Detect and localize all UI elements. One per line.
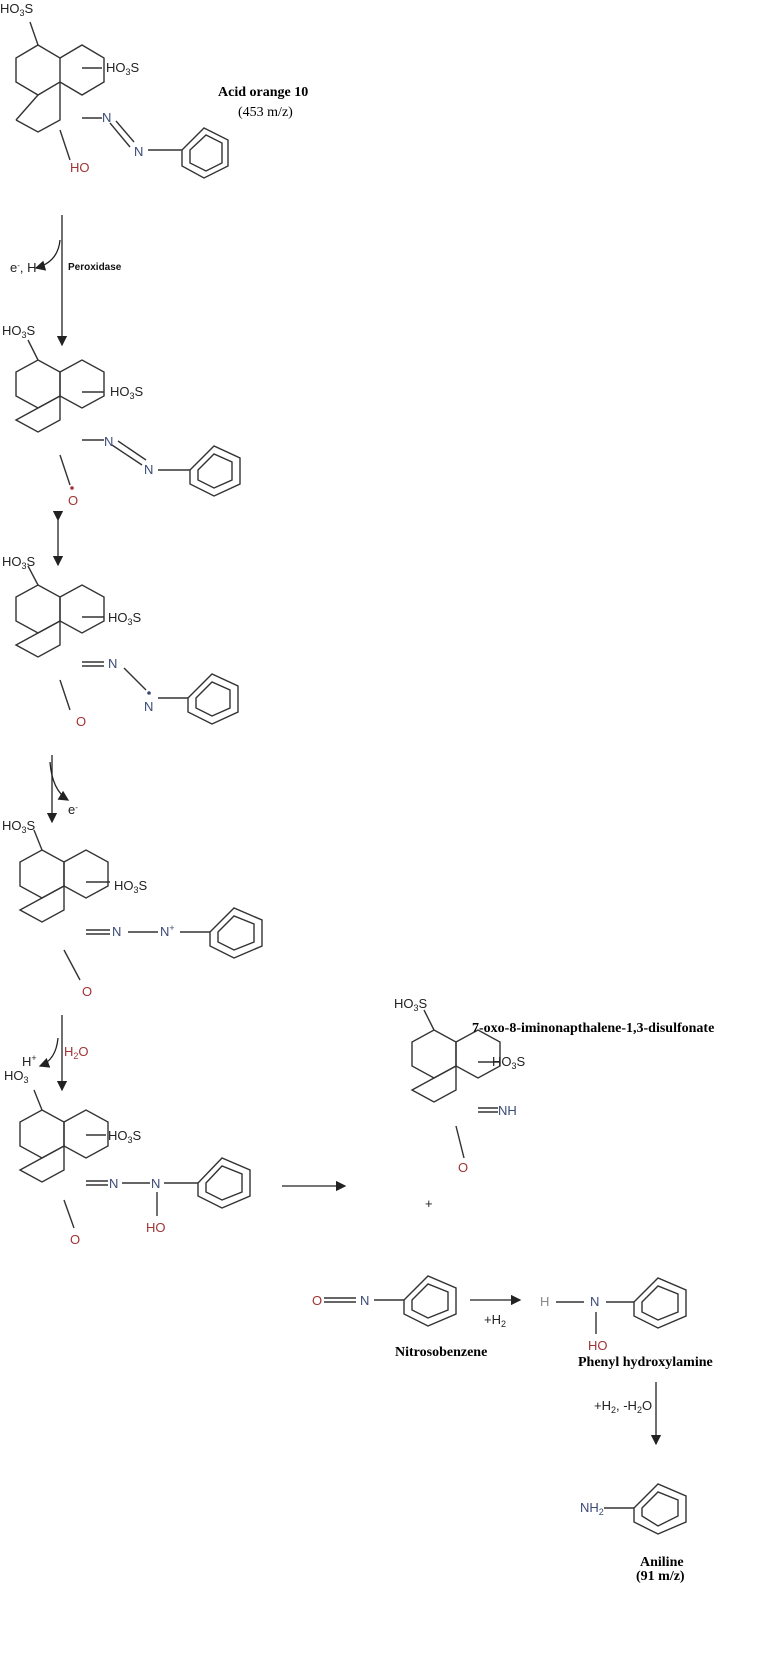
sulfo-label-4a: HO3S — [2, 818, 36, 835]
imine-n-label-4: N — [112, 924, 121, 939]
sulfo-label-4b: HO3S — [114, 878, 148, 895]
side-arrow-1 — [34, 239, 61, 271]
sulfo-label-3b: HO3S — [108, 610, 142, 627]
h2-minus-h2o-label: +H2, -H2O — [594, 1398, 652, 1415]
acid-orange-mass: (453 m/z) — [238, 105, 293, 120]
nitrosobenzene-name: Nitrosobenzene — [395, 1345, 487, 1360]
aniline-name: Aniline — [640, 1555, 684, 1570]
radical-dot-1 — [70, 486, 74, 490]
radical-o-label: O — [68, 493, 78, 508]
naphthalene-ring — [15, 44, 105, 133]
step4-water: H2O — [64, 1044, 89, 1061]
side-arrow-4 — [38, 1037, 59, 1068]
hydroxylamine-ho-label: HO — [588, 1338, 608, 1353]
imine-nh-label: NH — [498, 1103, 517, 1118]
radical-n-label: N — [144, 699, 153, 714]
structure-n-radical — [14, 565, 239, 725]
hydroxylamine-n-label: N — [590, 1294, 599, 1309]
imine-n-label-5: N — [109, 1176, 118, 1191]
azo-n4-label: N — [144, 462, 153, 477]
structure-hydroxylamine-adduct — [18, 1089, 251, 1229]
nitrenium-label: N+ — [160, 923, 175, 939]
ho3-label: HO3 — [4, 1068, 29, 1085]
keto-o-label-6: O — [458, 1160, 468, 1175]
sulfo-label-1a: HO3S — [0, 1, 34, 18]
structure-acid-orange-10 — [15, 21, 229, 179]
oxo-imino-name: 7-oxo-8-iminonapthalene-1,3-disulfonate — [472, 1021, 714, 1036]
structure-radical-oxy — [14, 339, 241, 497]
structure-phenyl-hydroxylamine — [556, 1277, 687, 1334]
side-arrow-3 — [49, 761, 70, 801]
keto-o-label-4: O — [82, 984, 92, 999]
acid-orange-name: Acid orange 10 — [218, 85, 308, 100]
structure-aniline — [604, 1483, 687, 1535]
nitroso-n-label: N — [360, 1293, 369, 1308]
sulfo-label-2a: HO3S — [2, 323, 36, 340]
hydroxylamine-h-label: H — [540, 1294, 549, 1309]
step4-proton: H+ — [22, 1053, 37, 1069]
step3-electron: e- — [68, 802, 78, 817]
aniline-mass: (91 m/z) — [636, 1569, 685, 1584]
n-hydroxyl-label: HO — [146, 1220, 166, 1235]
radical-dot-2 — [147, 691, 151, 695]
step1-enzyme: Peroxidase — [68, 262, 122, 273]
structure-n-plus — [18, 829, 263, 981]
step1-byproduct: e-, H — [10, 260, 37, 275]
sulfo-label-5b: HO3S — [108, 1128, 142, 1145]
structure-nitrosobenzene — [324, 1275, 457, 1327]
keto-o-label-5: O — [70, 1232, 80, 1247]
h2-label-1: +H2 — [484, 1312, 506, 1329]
sulfo-label-3a: HO3S — [2, 554, 36, 571]
aniline-nh2-label: NH2 — [580, 1500, 604, 1517]
nitroso-o-label: O — [312, 1293, 322, 1308]
keto-o-label-3: O — [76, 714, 86, 729]
plus-sign: + — [425, 1196, 433, 1211]
hydroxyl-label-1: HO — [70, 160, 90, 175]
structure-oxo-imino — [410, 1009, 501, 1159]
sulfo-label-1b: HO3S — [106, 60, 140, 77]
azo-n2-label: N — [134, 144, 143, 159]
phenyl-hydroxylamine-name: Phenyl hydroxylamine — [578, 1355, 713, 1370]
azo-n1-label: N — [102, 110, 111, 125]
sulfo-label-2b: HO3S — [110, 384, 144, 401]
sulfo-label-6a: HO3S — [394, 996, 428, 1013]
azo-n3-label: N — [104, 434, 113, 449]
sulfo-label-6b: HO3S — [492, 1054, 526, 1071]
amine-n-label-5: N — [151, 1176, 160, 1191]
imine-n-label: N — [108, 656, 117, 671]
